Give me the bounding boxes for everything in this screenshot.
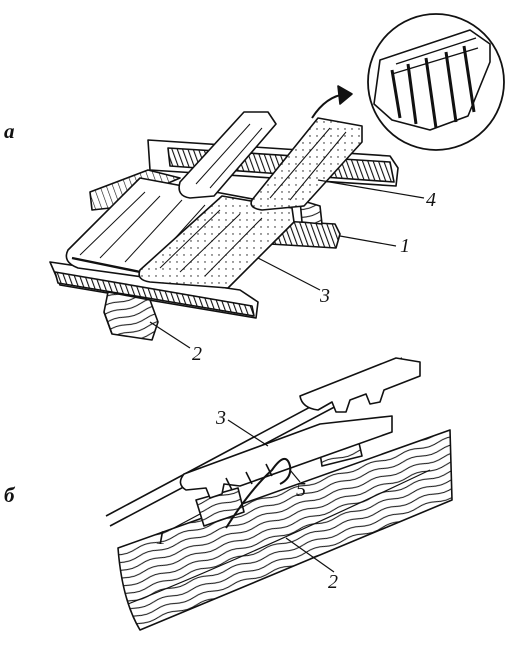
batten-section-left bbox=[195, 487, 245, 527]
leader-b-5 bbox=[289, 469, 301, 483]
leader-b-2 bbox=[285, 537, 335, 573]
tile-lower-right bbox=[138, 195, 295, 289]
rafter-block-lower bbox=[103, 291, 159, 341]
leader-a-2 bbox=[149, 321, 191, 349]
callout-a-3: 3 bbox=[319, 285, 330, 307]
callout-b-5: 5 bbox=[296, 479, 306, 501]
callout-a-4: 4 bbox=[426, 189, 436, 211]
wire-clip bbox=[225, 458, 292, 529]
callout-a-2: 2 bbox=[192, 343, 202, 365]
leader-a-1 bbox=[339, 235, 397, 247]
leader-a-3 bbox=[257, 257, 321, 291]
panel-b-letter: б bbox=[4, 483, 16, 507]
tile-upper-left bbox=[178, 111, 277, 199]
leader-a-4 bbox=[317, 179, 425, 199]
panel-b bbox=[105, 357, 453, 631]
leader-b-1 bbox=[169, 513, 201, 531]
inset-tile-detail bbox=[367, 13, 505, 151]
tile-upper-right bbox=[250, 117, 363, 211]
panel-a-letter: а bbox=[4, 119, 15, 143]
callout-a-1: 1 bbox=[400, 235, 410, 257]
callout-b-3: 3 bbox=[215, 407, 226, 429]
tile-lower-section bbox=[179, 415, 393, 499]
callout-b-1: 1 bbox=[156, 527, 166, 549]
leader-b-3 bbox=[227, 419, 269, 447]
callout-b-2: 2 bbox=[328, 571, 338, 593]
panel-a bbox=[49, 13, 505, 349]
tile-upper-section bbox=[299, 357, 421, 413]
rafter-board bbox=[117, 429, 453, 631]
